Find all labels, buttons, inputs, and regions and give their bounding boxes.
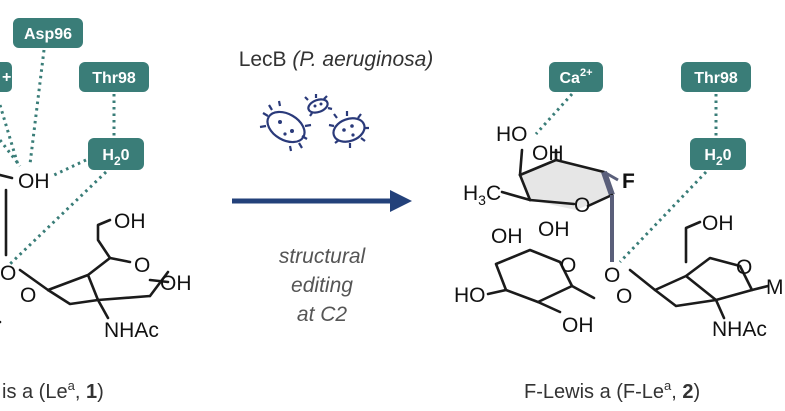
bond	[46, 288, 100, 306]
hbond-water-o-right	[618, 170, 708, 264]
bond	[684, 220, 702, 264]
ho-gal: HO	[454, 284, 486, 307]
nhac-left: NHAc	[104, 319, 159, 342]
h3c-fuc: H3C	[463, 182, 501, 208]
ca-right-label: Ca2+	[560, 67, 593, 87]
left-caption: is a (Lea, 1)	[2, 378, 104, 403]
bond	[18, 256, 170, 302]
oh-fuc: OH	[532, 142, 564, 165]
bond	[714, 298, 726, 320]
bond	[750, 284, 770, 292]
reaction-arrowhead	[390, 190, 412, 212]
o-link1-left: O	[0, 262, 16, 285]
o-link-fuc: O	[604, 264, 620, 287]
bond	[96, 298, 110, 320]
water-tag-right	[690, 138, 746, 170]
o-fuc-ring: O	[574, 194, 590, 217]
thr98-left-label: Thr98	[92, 70, 136, 87]
hbond-asp-oh	[28, 49, 46, 165]
bond	[0, 173, 14, 180]
bond	[486, 288, 508, 296]
bond	[603, 170, 619, 182]
nhac-right: NHAc	[712, 318, 767, 341]
oh-glc: OH	[702, 212, 734, 235]
bond	[586, 193, 614, 208]
fucose-ring-shading	[520, 160, 612, 210]
hbond-ca-fuc	[534, 92, 574, 136]
water-left-label: H20	[102, 147, 129, 168]
hbond-water-o	[8, 170, 108, 266]
ca-tag-right	[549, 62, 603, 92]
bond	[148, 278, 170, 284]
water-tag-left	[88, 138, 144, 170]
bond	[500, 190, 532, 202]
bond	[536, 284, 596, 314]
asp96-tag	[13, 18, 83, 48]
left-structure: + Asp96 Thr98 H20 OH OH O OH O O NHAc is…	[0, 18, 192, 403]
bacteria-icon	[259, 94, 369, 152]
ho-fuc: HO	[496, 123, 528, 146]
bond	[528, 198, 576, 206]
edit-label-line3: at C2	[297, 303, 348, 326]
oh-anomeric-left: OH	[160, 272, 192, 295]
protein-label: LecB (P. aeruginosa)	[239, 48, 434, 71]
thr98-tag-left	[79, 62, 149, 92]
ca-tag-left	[0, 62, 12, 92]
oh-gal1: OH	[491, 225, 523, 248]
glc-ring	[628, 256, 754, 302]
oh-fuc-left: OH	[18, 170, 50, 193]
oh-gal2: OH	[538, 218, 570, 241]
bond	[96, 218, 112, 260]
hbond-ca-oh2	[0, 104, 20, 166]
o-ring-left: O	[134, 254, 150, 277]
oh-gal3: OH	[562, 314, 594, 337]
right-structure: Ca2+ Thr98 H20 HO OH H3C F O OH OH O HO …	[454, 62, 784, 403]
o-link-gal: O	[616, 285, 632, 308]
edit-label-line2: editing	[291, 274, 353, 297]
fluorine-atom: F	[622, 170, 635, 193]
bond	[653, 288, 718, 308]
o-link2-left: O	[20, 284, 36, 307]
bond	[518, 148, 524, 177]
thr98-right-label: Thr98	[694, 70, 738, 87]
oh-ch2-left: OH	[114, 210, 146, 233]
right-caption: F-Lewis a (F-Lea, 2)	[524, 378, 700, 403]
ca-tag-left-text: +	[2, 69, 11, 86]
edit-label-line1: structural	[279, 245, 367, 268]
m-fragment: M	[766, 276, 784, 299]
fluoro-bond-wedge	[601, 171, 615, 196]
asp96-label: Asp96	[24, 26, 72, 43]
o-gal-ring: O	[560, 254, 576, 277]
middle-panel: LecB (P. aeruginosa) structural editing …	[232, 48, 433, 326]
water-right-label: H20	[704, 147, 731, 168]
thr98-tag-right	[681, 62, 751, 92]
hbond-water-oh	[51, 158, 87, 178]
o-glc-ring: O	[736, 256, 752, 279]
bond	[518, 148, 558, 202]
